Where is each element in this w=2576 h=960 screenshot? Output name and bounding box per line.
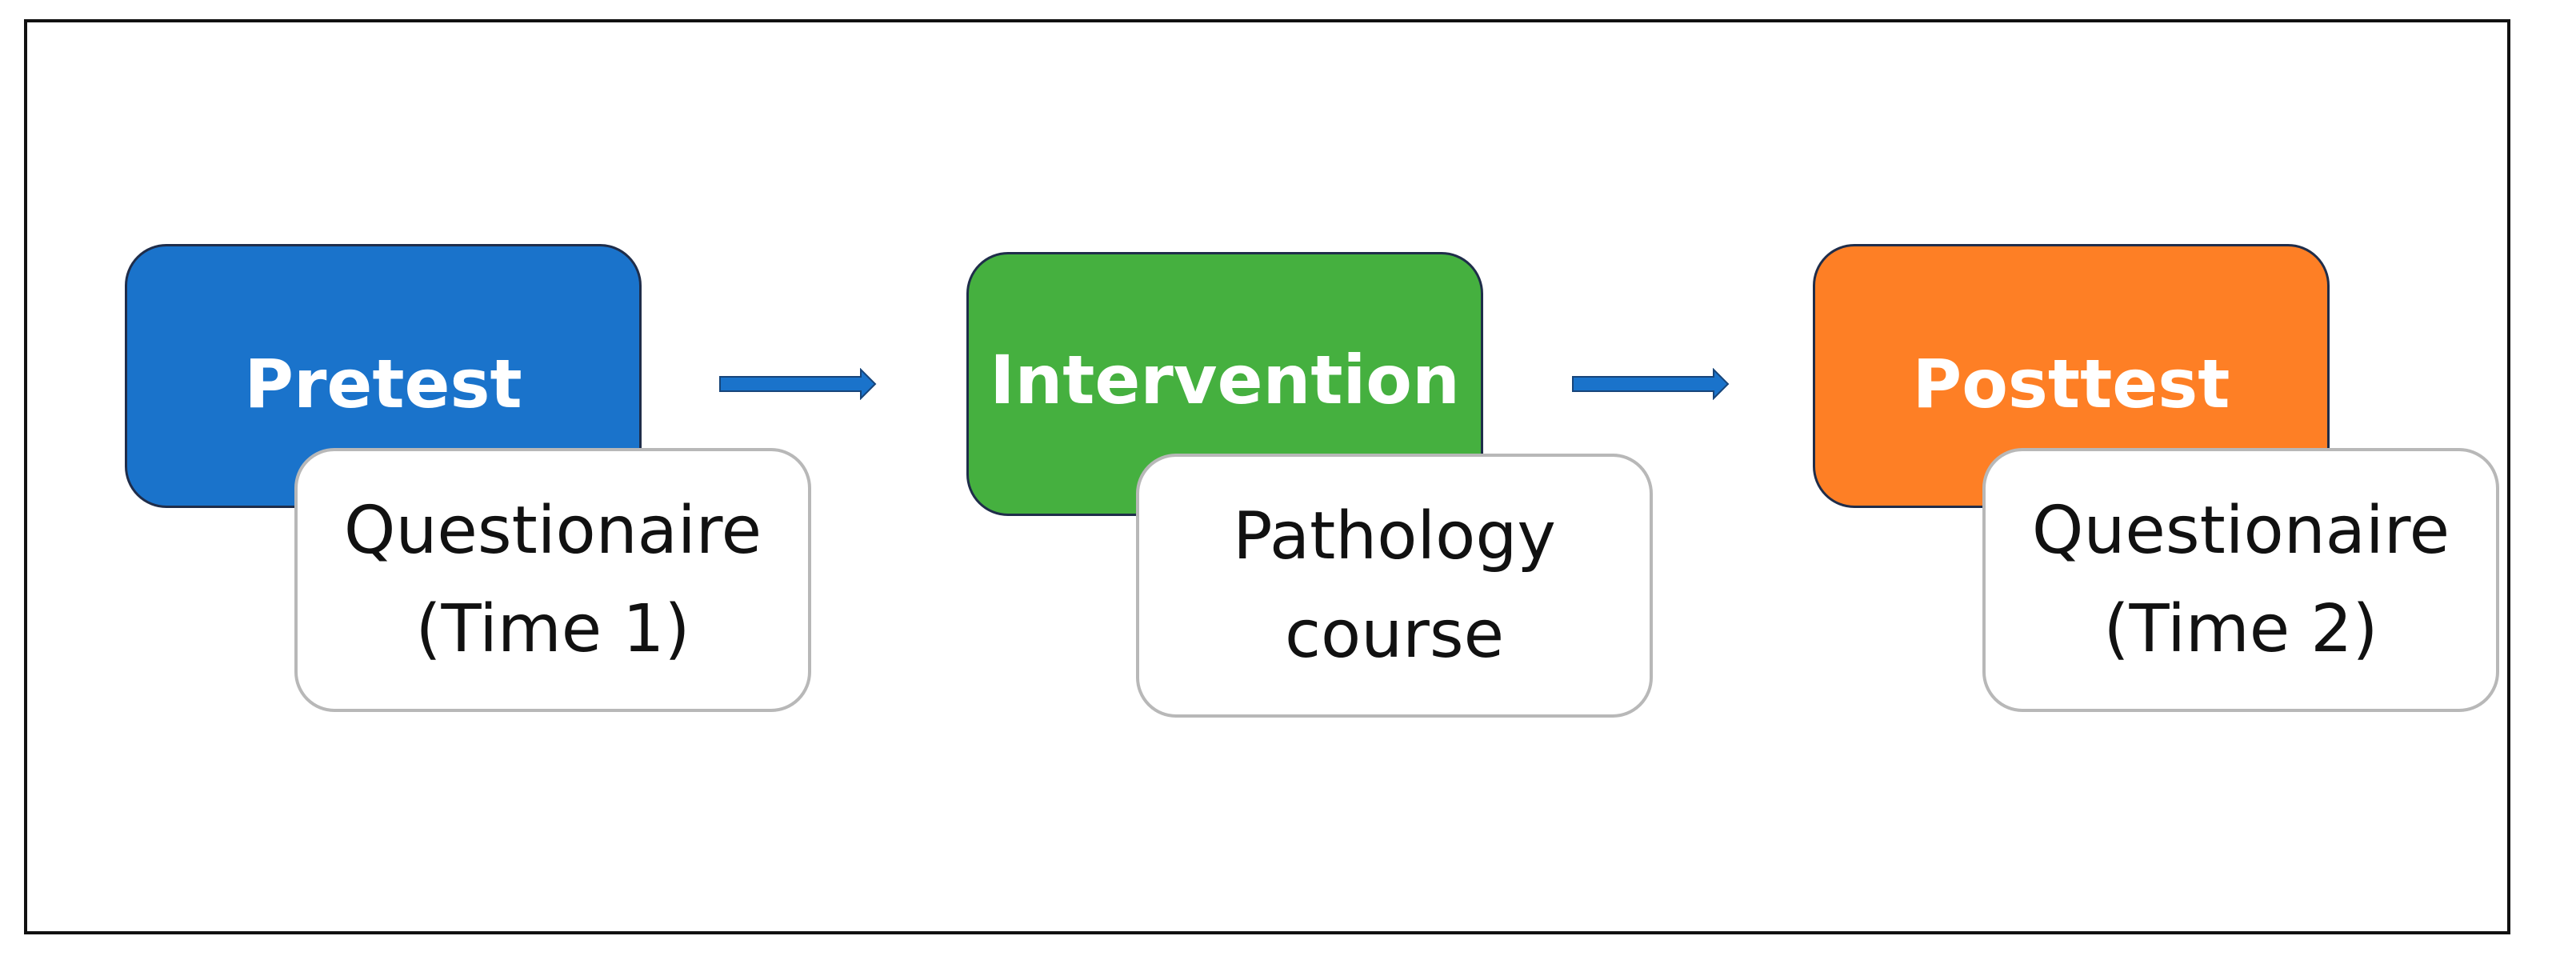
detail-line-pretest-2: (Time 1) — [415, 591, 690, 667]
arrow-pretest-to-intervention — [719, 368, 877, 400]
stage-label-pretest: Pretest — [244, 345, 522, 423]
arrow-intervention-to-posttest — [1572, 368, 1730, 400]
detail-line-intervention-2: course — [1284, 597, 1505, 673]
detail-line-intervention-1: Pathology — [1233, 498, 1556, 574]
stage-label-intervention: Intervention — [990, 341, 1460, 419]
detail-line-posttest-2: (Time 2) — [2103, 591, 2378, 667]
detail-box-intervention: Pathology course — [1136, 454, 1653, 718]
detail-line-pretest-1: Questionaire — [343, 493, 762, 569]
detail-box-posttest: Questionaire (Time 2) — [1982, 448, 2499, 712]
detail-box-pretest: Questionaire (Time 1) — [294, 448, 811, 712]
stage-label-posttest: Posttest — [1912, 345, 2230, 423]
detail-line-posttest-1: Questionaire — [2031, 493, 2450, 569]
